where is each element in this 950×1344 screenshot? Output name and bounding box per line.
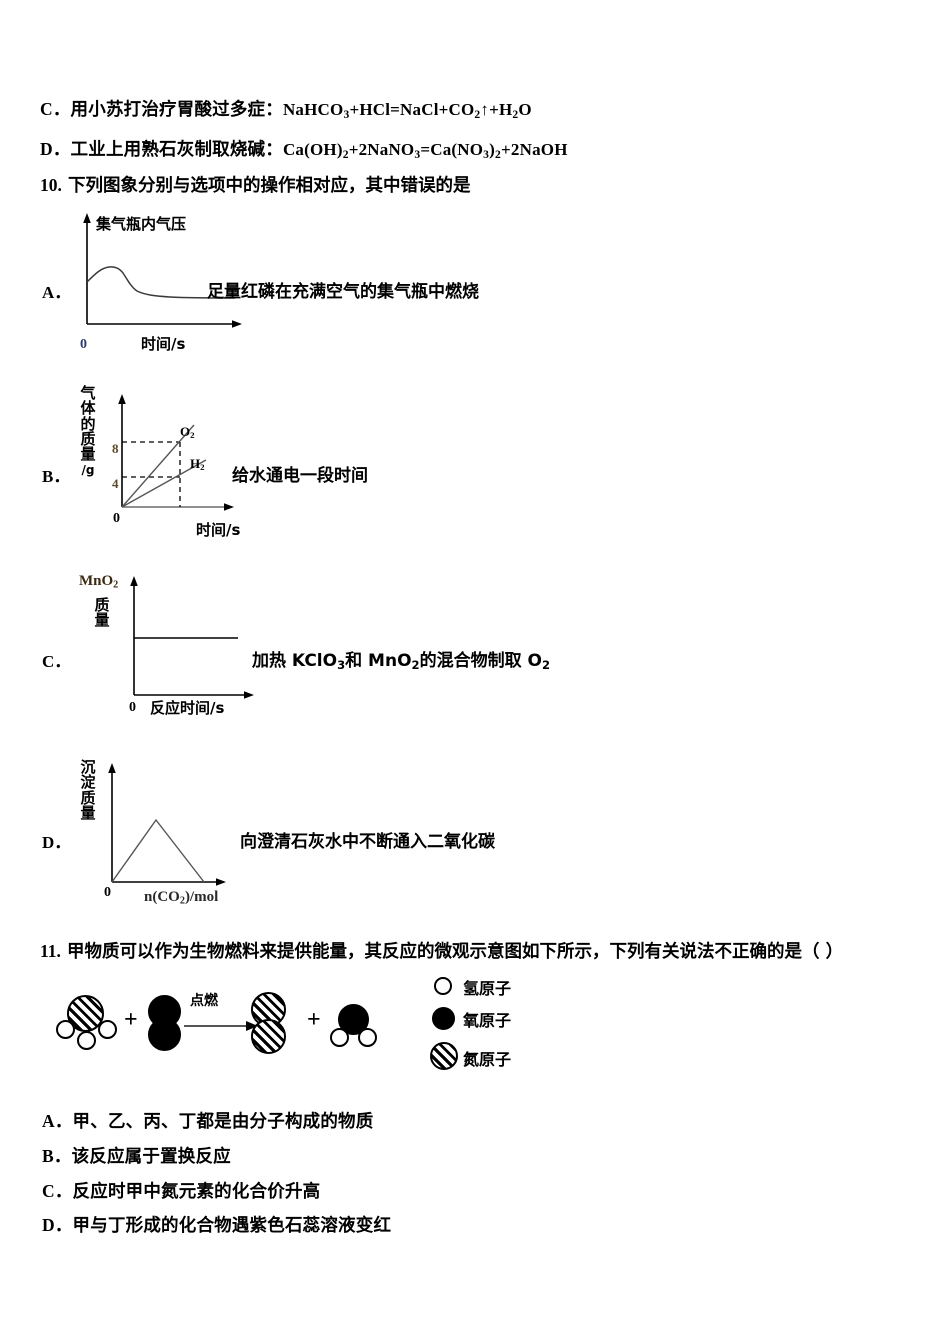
oxygen-atom [148, 1018, 181, 1051]
question-10-line: 10. 下列图象分别与选项中的操作相对应，其中错误的是 [40, 172, 470, 197]
chart-d-ylabel: 沉淀质量 [80, 758, 96, 822]
nitrogen-atom [251, 1019, 286, 1054]
chart-a-ylabel: 集气瓶内气压 [96, 215, 187, 233]
q11-option-c: C．反应时甲中氮元素的化合价升高 [42, 1178, 320, 1203]
chart-b-xlabel: 时间/s [196, 521, 241, 539]
q11-option-a-letter: A． [42, 1111, 73, 1131]
chart-c-xlabel: 反应时间/s [150, 699, 225, 717]
q11-option-c-text: 反应时甲中氮元素的化合价升高 [72, 1182, 321, 1202]
q11-option-a-text: 甲、乙、丙、丁都是由分子构成的物质 [72, 1112, 374, 1132]
plus-sign-reactants: + [124, 1007, 138, 1033]
chart-c-letter: C． [42, 652, 72, 671]
option-d-line: D．工业上用熟石灰制取烧碱：Ca(OH)2+2NaNO3=Ca(NO3)2+2N… [40, 136, 568, 161]
question-11-number: 11. [40, 941, 61, 961]
hydrogen-atom [358, 1028, 377, 1047]
chart-d-caption: 向澄清石灰水中不断通入二氧化碳 [240, 832, 495, 852]
chart-b-series-h2: H2 [190, 456, 205, 473]
q11-option-b: B．该反应属于置换反应 [42, 1143, 231, 1168]
chart-a-xlabel: 时间/s [141, 335, 186, 353]
option-d-letter: D． [40, 139, 71, 159]
reaction-arrow-icon [184, 1021, 258, 1031]
chart-a-origin: 0 [80, 337, 87, 352]
chart-b-tick-4: 4 [112, 476, 119, 491]
chart-c-ylabel-top: MnO2 [79, 573, 119, 591]
arrow-condition-label: 点燃 [190, 993, 218, 1009]
chart-d-letter: D． [42, 833, 72, 852]
hydrogen-atom-icon [434, 977, 452, 995]
chart-a-caption: 足量红磷在充满空气的集气瓶中燃烧 [207, 282, 479, 302]
hydrogen-atom [77, 1031, 96, 1050]
chart-b-ylabel: 气体的质量/g [80, 384, 96, 478]
chart-d-origin: 0 [104, 885, 111, 900]
legend-label-hydrogen: 氢原子 [463, 979, 512, 998]
q11-option-d: D．甲与丁形成的化合物遇紫色石蕊溶液变红 [42, 1212, 391, 1237]
nitrogen-atom-icon [430, 1042, 458, 1070]
option-d-equation: Ca(OH)2+2NaNO3=Ca(NO3)2+2NaOH [282, 140, 568, 161]
chart-b-tick-8: 8 [112, 441, 119, 456]
plus-sign-products: + [307, 1007, 321, 1033]
q11-option-b-letter: B． [42, 1146, 72, 1166]
hydrogen-atom [330, 1028, 349, 1047]
legend-label-nitrogen: 氮原子 [463, 1050, 512, 1069]
question-11-line: 11. 甲物质可以作为生物燃料来提供能量，其反应的微观示意图如下所示，下列有关说… [40, 938, 843, 963]
option-c-line: C．用小苏打治疗胃酸过多症：NaHCO3+HCl=NaCl+CO2↑+H2O [40, 96, 532, 121]
option-c-equation: NaHCO3+HCl=NaCl+CO2↑+H2O [282, 100, 532, 121]
chart-b-origin: 0 [113, 511, 120, 526]
q11-option-d-letter: D． [42, 1215, 73, 1235]
chart-a-plot [83, 213, 242, 328]
chart-c-plot [130, 576, 254, 699]
chart-b-caption: 给水通电一段时间 [232, 466, 368, 486]
chart-c-caption: 加热 KClO3和 MnO2的混合物制取 O2 [252, 651, 550, 672]
hydrogen-atom [98, 1020, 117, 1039]
chart-c-origin: 0 [129, 700, 136, 715]
option-c-letter: C． [40, 99, 71, 119]
chart-b-series-o2: O2 [180, 424, 195, 441]
q11-option-c-letter: C． [42, 1181, 73, 1201]
q11-option-d-text: 甲与丁形成的化合物遇紫色石蕊溶液变红 [72, 1216, 392, 1236]
q11-option-b-text: 该反应属于置换反应 [71, 1147, 231, 1167]
oxygen-atom-icon [432, 1007, 455, 1030]
q11-option-a: A．甲、乙、丙、丁都是由分子构成的物质 [42, 1108, 373, 1133]
legend-label-oxygen: 氧原子 [463, 1011, 512, 1030]
option-d-text: 工业上用熟石灰制取烧碱： [70, 140, 283, 160]
chart-a-letter: A． [42, 283, 72, 302]
chart-d-plot [108, 763, 226, 886]
question-11-stem: 甲物质可以作为生物燃料来提供能量，其反应的微观示意图如下所示，下列有关说法不正确… [67, 942, 844, 962]
option-c-text: 用小苏打治疗胃酸过多症： [70, 100, 283, 120]
question-10-stem: 下列图象分别与选项中的操作相对应，其中错误的是 [67, 176, 471, 196]
chart-d-xlabel: n(CO2)/mol [144, 889, 219, 907]
hydrogen-atom [56, 1020, 75, 1039]
chart-b-letter: B． [42, 467, 71, 486]
chart-b-plot [118, 394, 234, 511]
question-10-number: 10. [40, 175, 62, 195]
chart-c-ylabel: 质量 [94, 596, 110, 630]
